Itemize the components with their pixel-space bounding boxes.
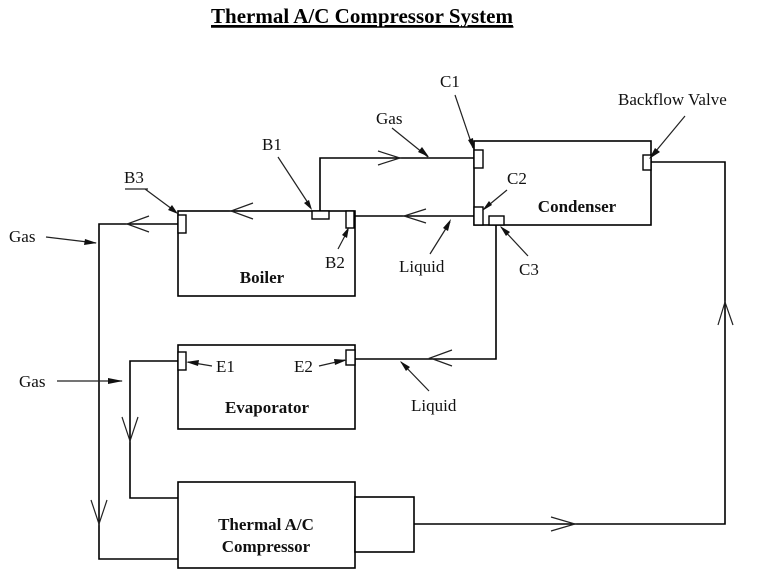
backflow-valve-pointer-head-icon xyxy=(649,148,660,159)
liquid-lower-pointer-head-icon xyxy=(400,361,410,371)
port-backflow-valve xyxy=(642,154,652,171)
pipe-boiler-to-condenser-gas xyxy=(319,157,474,211)
port-c1 xyxy=(473,149,484,169)
flow-arrow-left-icon xyxy=(229,202,254,220)
boiler-label: Boiler xyxy=(240,268,285,287)
flow-arrow-down-icon xyxy=(90,499,108,526)
e1-pointer-head-icon xyxy=(186,360,199,366)
b2-pointer-head-icon xyxy=(342,227,349,238)
condenser-label: Condenser xyxy=(538,197,617,216)
port-c3 xyxy=(488,215,505,226)
condenser-box xyxy=(473,140,652,226)
flow-arrow-left-icon xyxy=(125,215,150,233)
port-b3 xyxy=(177,214,187,234)
port-label-c2: C2 xyxy=(507,169,527,188)
port-label-b1: B1 xyxy=(262,135,282,154)
b1-pointer xyxy=(277,156,311,207)
port-b1 xyxy=(311,210,330,220)
port-label-e2: E2 xyxy=(294,357,313,376)
compressor-label-line2: Compressor xyxy=(222,537,311,556)
port-label-backflow-valve: Backflow Valve xyxy=(618,90,727,109)
port-b2 xyxy=(345,210,355,229)
flow-label-gas-left-lower: Gas xyxy=(19,372,45,391)
flow-label-gas-left-upper: Gas xyxy=(9,227,35,246)
port-e2 xyxy=(345,349,356,366)
port-label-e1: E1 xyxy=(216,357,235,376)
c1-pointer xyxy=(454,94,474,149)
port-label-b3: B3 xyxy=(124,168,144,187)
flow-arrow-up-icon xyxy=(717,300,734,326)
c3-pointer-head-icon xyxy=(500,226,510,236)
port-label-b2: B2 xyxy=(325,253,345,272)
port-e1 xyxy=(177,351,187,371)
c2-pointer-head-icon xyxy=(482,201,492,211)
gas-left-upper-pointer-head-icon xyxy=(84,239,97,245)
c1-pointer-head-icon xyxy=(468,138,474,150)
port-label-c3: C3 xyxy=(519,260,539,279)
gas-left-lower-pointer-head-icon xyxy=(108,378,123,384)
boiler-box xyxy=(177,210,356,297)
pipe-condenser-to-evaporator-liquid xyxy=(355,225,497,360)
pipe-boiler-to-compressor-gas xyxy=(98,223,178,560)
flow-label-gas-top: Gas xyxy=(376,109,402,128)
liquid-upper-pointer-head-icon xyxy=(443,219,451,231)
flow-arrow-right-icon xyxy=(550,516,578,532)
compressor-label-line1: Thermal A/C xyxy=(218,515,314,534)
evaporator-label: Evaporator xyxy=(225,398,310,417)
pipe-compressor-to-backflow-valve xyxy=(414,161,726,525)
compressor-outlet-housing xyxy=(354,496,415,553)
flow-arrow-left-icon xyxy=(402,208,427,224)
flow-arrow-down-icon xyxy=(121,416,139,443)
flow-label-liquid-upper: Liquid xyxy=(399,257,445,276)
b1-pointer-head-icon xyxy=(304,200,312,210)
flow-label-liquid-lower: Liquid xyxy=(411,396,457,415)
flow-arrow-left-icon xyxy=(428,349,453,367)
pipe-evaporator-to-compressor-gas xyxy=(129,360,178,499)
port-c2 xyxy=(473,206,484,226)
b3-pointer-head-icon xyxy=(168,205,178,214)
evaporator-box xyxy=(177,344,356,430)
port-label-c1: C1 xyxy=(440,72,460,91)
diagram-title: Thermal A/C Compressor System xyxy=(211,4,513,28)
e2-pointer-head-icon xyxy=(334,359,347,365)
gas-top-pointer-head-icon xyxy=(418,147,429,157)
flow-arrow-right-icon xyxy=(377,150,402,166)
